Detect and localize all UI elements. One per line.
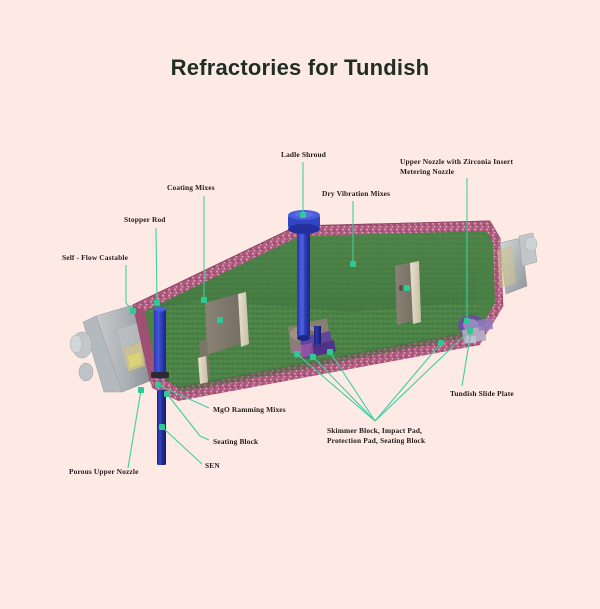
ladle-shroud xyxy=(288,210,320,341)
label-dry-vibration-mixes: Dry Vibration Mixes xyxy=(322,189,391,198)
label-sen: SEN xyxy=(205,461,220,470)
page-title: Refractories for Tundish xyxy=(170,55,430,80)
label-ladle-shroud: Ladle Shroud xyxy=(281,150,326,159)
baffle-weir-right xyxy=(395,261,421,325)
label-skimmer-group: Skimmer Block, Impact Pad, Protection Pa… xyxy=(327,426,426,445)
label-upper-nozzle: Upper Nozzle with Zirconia Insert Meteri… xyxy=(400,157,514,176)
baffle-weir-left xyxy=(198,292,249,384)
label-seating-block: Seating Block xyxy=(213,437,259,446)
label-self-flow-castable: Self - Flow Castable xyxy=(62,253,129,262)
leader-anchors xyxy=(130,212,473,430)
label-tundish-slide-plate: Tundish Slide Plate xyxy=(450,389,514,398)
leader-lines xyxy=(125,162,472,469)
left-end-fitting xyxy=(69,304,151,393)
label-mgo-ramming-mixes: MgO Ramming Mixes xyxy=(213,405,286,414)
label-coating-mixes: Coating Mixes xyxy=(167,183,215,192)
right-interior-wall xyxy=(476,221,503,334)
stopper-rod xyxy=(151,306,169,379)
right-end-fitting xyxy=(497,232,538,295)
label-stopper-rod: Stopper Rod xyxy=(124,215,166,224)
label-porous-upper-nozzle: Porous Upper Nozzle xyxy=(69,467,139,476)
slide-plate-assembly xyxy=(458,315,493,345)
